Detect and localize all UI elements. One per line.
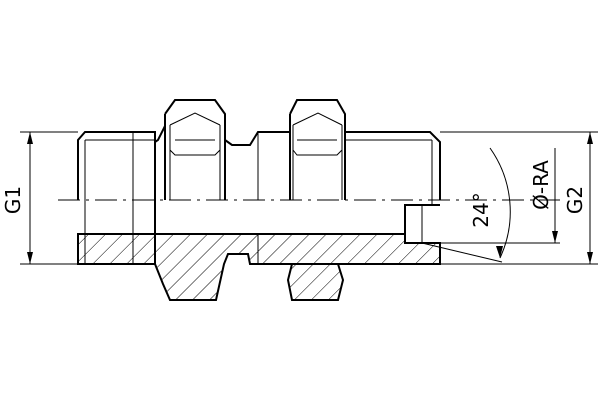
dimension-g2 <box>440 131 598 265</box>
diameter-label: Ø-RA <box>529 160 553 210</box>
dimension-angle-24 <box>421 147 511 263</box>
dimension-diameter-ra <box>440 148 560 244</box>
g1-label: G1 <box>1 186 25 214</box>
angle-label: 24° <box>469 192 493 227</box>
dimension-g1 <box>20 131 78 265</box>
section-hatched-lower-half <box>77 204 441 301</box>
g2-label: G2 <box>563 186 587 214</box>
exterior-upper-half <box>77 99 441 264</box>
